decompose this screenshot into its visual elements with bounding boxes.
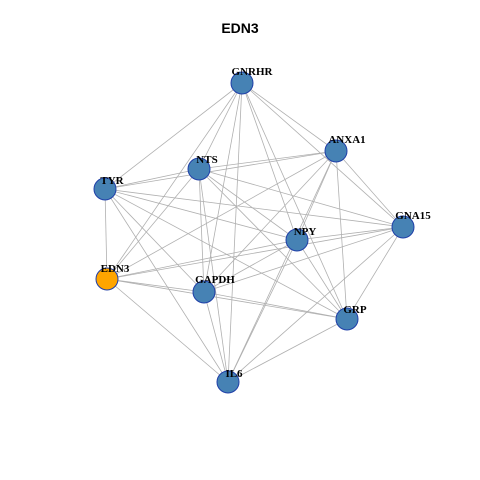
edge-tyr-gna15 (104, 188, 404, 228)
edge-gnrhr-tyr (104, 82, 243, 190)
node-label-gapdh: GAPDH (195, 274, 235, 286)
edge-anxa1-tyr (104, 150, 337, 190)
edge-gapdh-il6 (203, 291, 229, 383)
edge-nts-tyr (104, 168, 200, 190)
node-circle-gnrhr (230, 71, 254, 95)
node-gapdh: GAPDH (192, 274, 235, 304)
edge-gna15-il6 (227, 226, 404, 383)
edge-tyr-grp (104, 188, 348, 320)
edge-gnrhr-il6 (227, 82, 243, 383)
edge-gnrhr-gna15 (241, 82, 404, 228)
edge-npy-gapdh (203, 239, 298, 293)
node-circle-edn3 (95, 267, 119, 291)
node-circle-grp (335, 307, 359, 331)
edge-anxa1-edn3 (106, 150, 337, 280)
node-circle-tyr (93, 177, 117, 201)
node-label-tyr: TYR (100, 175, 124, 187)
edge-grp-il6 (227, 318, 348, 383)
edge-npy-il6 (227, 239, 298, 383)
node-gna15: GNA15 (391, 210, 431, 239)
edge-edn3-il6 (106, 278, 229, 383)
node-circle-gna15 (391, 215, 415, 239)
node-nts: NTS (187, 154, 218, 181)
edge-nts-grp (198, 168, 348, 320)
edge-tyr-edn3 (104, 188, 108, 280)
edge-tyr-il6 (104, 188, 229, 383)
edge-npy-edn3 (106, 239, 298, 280)
edge-tyr-npy (104, 188, 298, 241)
node-grp: GRP (335, 304, 367, 331)
edge-gapdh-grp (203, 291, 348, 320)
edge-gna15-edn3 (106, 226, 404, 280)
edge-gnrhr-npy (241, 82, 298, 241)
node-circle-npy (285, 228, 309, 252)
node-gnrhr: GNRHR (230, 66, 274, 95)
edge-npy-grp (296, 239, 348, 320)
node-label-anxa1: ANXA1 (328, 134, 365, 146)
edge-nts-npy (198, 168, 298, 241)
graph-title: EDN3 (221, 20, 259, 36)
edge-gnrhr-grp (241, 82, 348, 320)
node-circle-nts (187, 157, 211, 181)
edge-layer (104, 82, 404, 383)
node-label-npy: NPY (294, 226, 317, 238)
edge-gnrhr-gapdh (203, 82, 243, 293)
node-label-gna15: GNA15 (395, 210, 431, 222)
node-edn3: EDN3 (95, 263, 130, 291)
edge-gna15-gapdh (203, 226, 404, 293)
edge-edn3-gapdh (106, 278, 205, 293)
edge-nts-il6 (198, 168, 229, 383)
edge-gnrhr-anxa1 (241, 82, 337, 152)
edge-nts-gapdh (198, 168, 205, 293)
node-label-edn3: EDN3 (101, 263, 130, 275)
edge-anxa1-nts (198, 150, 337, 170)
edge-gna15-grp (346, 226, 404, 320)
edge-edn3-grp (106, 278, 348, 320)
node-anxa1: ANXA1 (324, 134, 366, 163)
edge-gna15-npy (296, 226, 404, 241)
edge-tyr-gapdh (104, 188, 205, 293)
node-npy: NPY (285, 226, 317, 252)
node-label-grp: GRP (343, 304, 367, 316)
edge-anxa1-gna15 (335, 150, 404, 228)
node-label-nts: NTS (196, 154, 217, 166)
edge-anxa1-gapdh (203, 150, 337, 293)
node-circle-gapdh (192, 280, 216, 304)
node-circle-il6 (216, 370, 240, 394)
node-circle-anxa1 (324, 139, 348, 163)
edge-nts-gna15 (198, 168, 404, 228)
edge-anxa1-grp (335, 150, 348, 320)
node-tyr: TYR (93, 175, 125, 201)
edge-gnrhr-edn3 (106, 82, 243, 280)
edge-gnrhr-nts (198, 82, 243, 170)
node-label-il6: IL6 (225, 368, 243, 380)
edge-nts-edn3 (106, 168, 200, 280)
node-label-gnrhr: GNRHR (232, 66, 274, 78)
node-il6: IL6 (216, 368, 243, 394)
